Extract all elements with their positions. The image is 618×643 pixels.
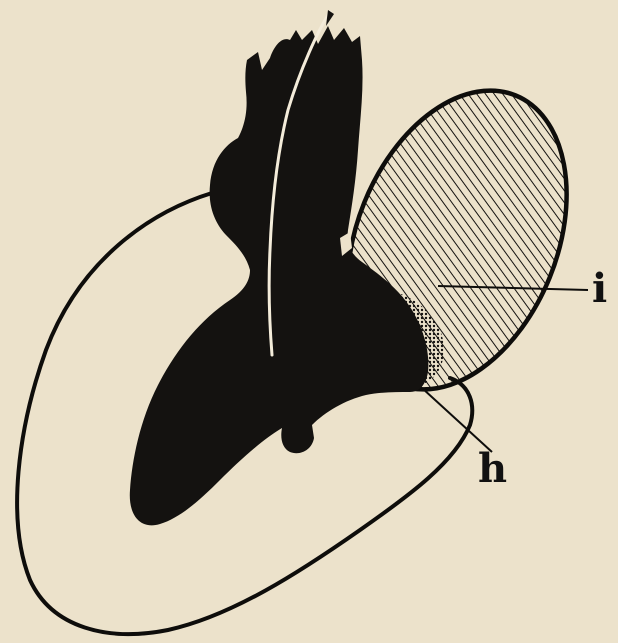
- label-i: i: [592, 265, 607, 312]
- label-h: h: [478, 445, 507, 492]
